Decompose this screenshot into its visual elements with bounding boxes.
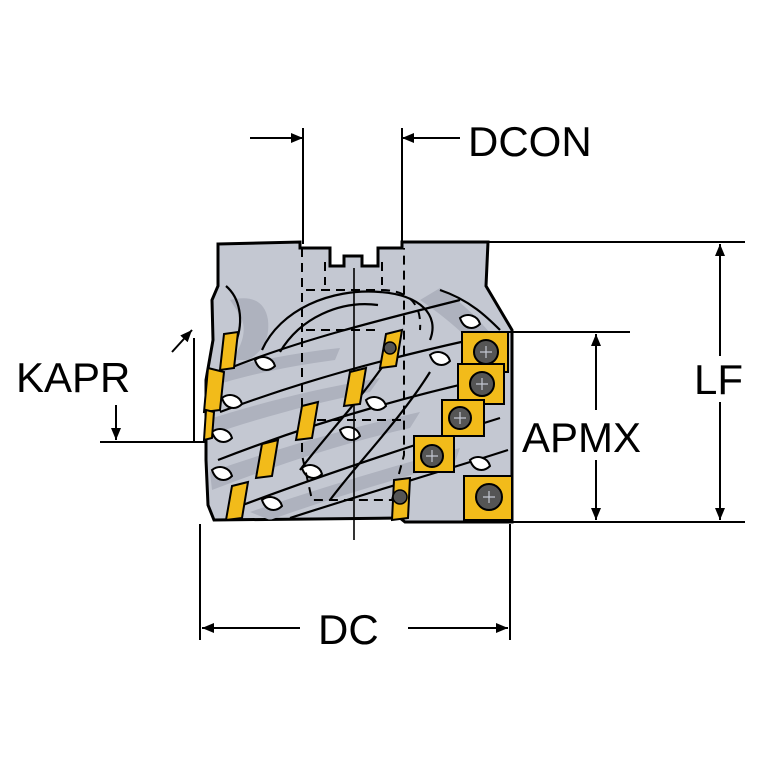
- kapr-dimension: [100, 329, 206, 443]
- insert: [202, 408, 216, 442]
- lf-label-bg: [692, 356, 750, 402]
- insert: [218, 330, 240, 372]
- apmx-label: APMX: [522, 414, 641, 461]
- insert: [342, 366, 368, 408]
- chip-pockets: [210, 314, 492, 511]
- kapr-label: KAPR: [16, 354, 130, 401]
- insert: [224, 480, 250, 522]
- insert: [202, 366, 226, 414]
- dc-dimension: [199, 524, 511, 640]
- lf-label: LF: [694, 356, 743, 403]
- dcon-dimension: [250, 128, 460, 244]
- inserts: [202, 328, 513, 522]
- apmx-dimension: [508, 331, 630, 520]
- dc-label: DC: [318, 606, 379, 653]
- insert: [254, 438, 280, 480]
- dcon-label: DCON: [468, 118, 592, 165]
- insert-screws: [383, 339, 503, 511]
- insert: [294, 400, 320, 442]
